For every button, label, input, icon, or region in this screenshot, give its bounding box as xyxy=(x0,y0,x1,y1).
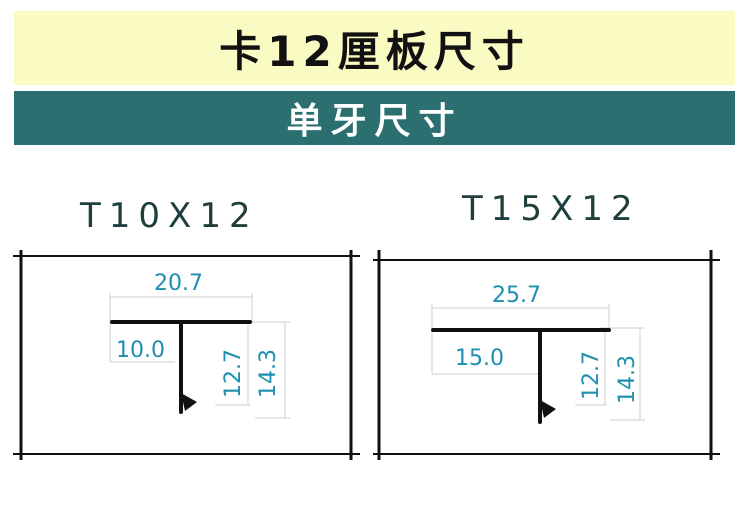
dimension-lines-left xyxy=(109,293,290,419)
panel-frame-vertical xyxy=(377,250,713,460)
dimension-inner-height-right: 12.7 xyxy=(579,351,604,400)
profile-panel-right: 25.7 15.0 12.7 14.3 xyxy=(373,250,720,460)
page-title-banner: 卡12厘板尺寸 xyxy=(14,11,735,85)
t-profile-barb-right xyxy=(540,400,556,418)
panel-frame-horizontal xyxy=(373,259,720,455)
t-profile-barb-left xyxy=(181,393,197,411)
profile-title-right: T15X12 xyxy=(462,189,641,229)
section-title: 单牙尺寸 xyxy=(286,101,463,142)
dimension-total-height-left: 14.3 xyxy=(256,349,281,398)
dimension-inner-height-left: 12.7 xyxy=(221,349,246,398)
dimension-width-right: 25.7 xyxy=(492,283,541,308)
dimension-lines-right xyxy=(431,304,645,421)
panel-frame-vertical xyxy=(19,250,353,460)
dimension-total-height-right: 14.3 xyxy=(615,355,640,404)
section-header: 单牙尺寸 xyxy=(14,91,735,145)
dimension-flange-right: 15.0 xyxy=(455,346,504,371)
dimension-width-left: 20.7 xyxy=(154,271,203,296)
panel-frame-horizontal xyxy=(13,255,360,455)
page-title: 卡12厘板尺寸 xyxy=(219,26,530,76)
dimension-flange-left: 10.0 xyxy=(116,338,165,363)
profile-panel-left: 20.7 10.0 12.7 14.3 xyxy=(13,250,360,460)
profile-title-left: T10X12 xyxy=(80,196,259,236)
